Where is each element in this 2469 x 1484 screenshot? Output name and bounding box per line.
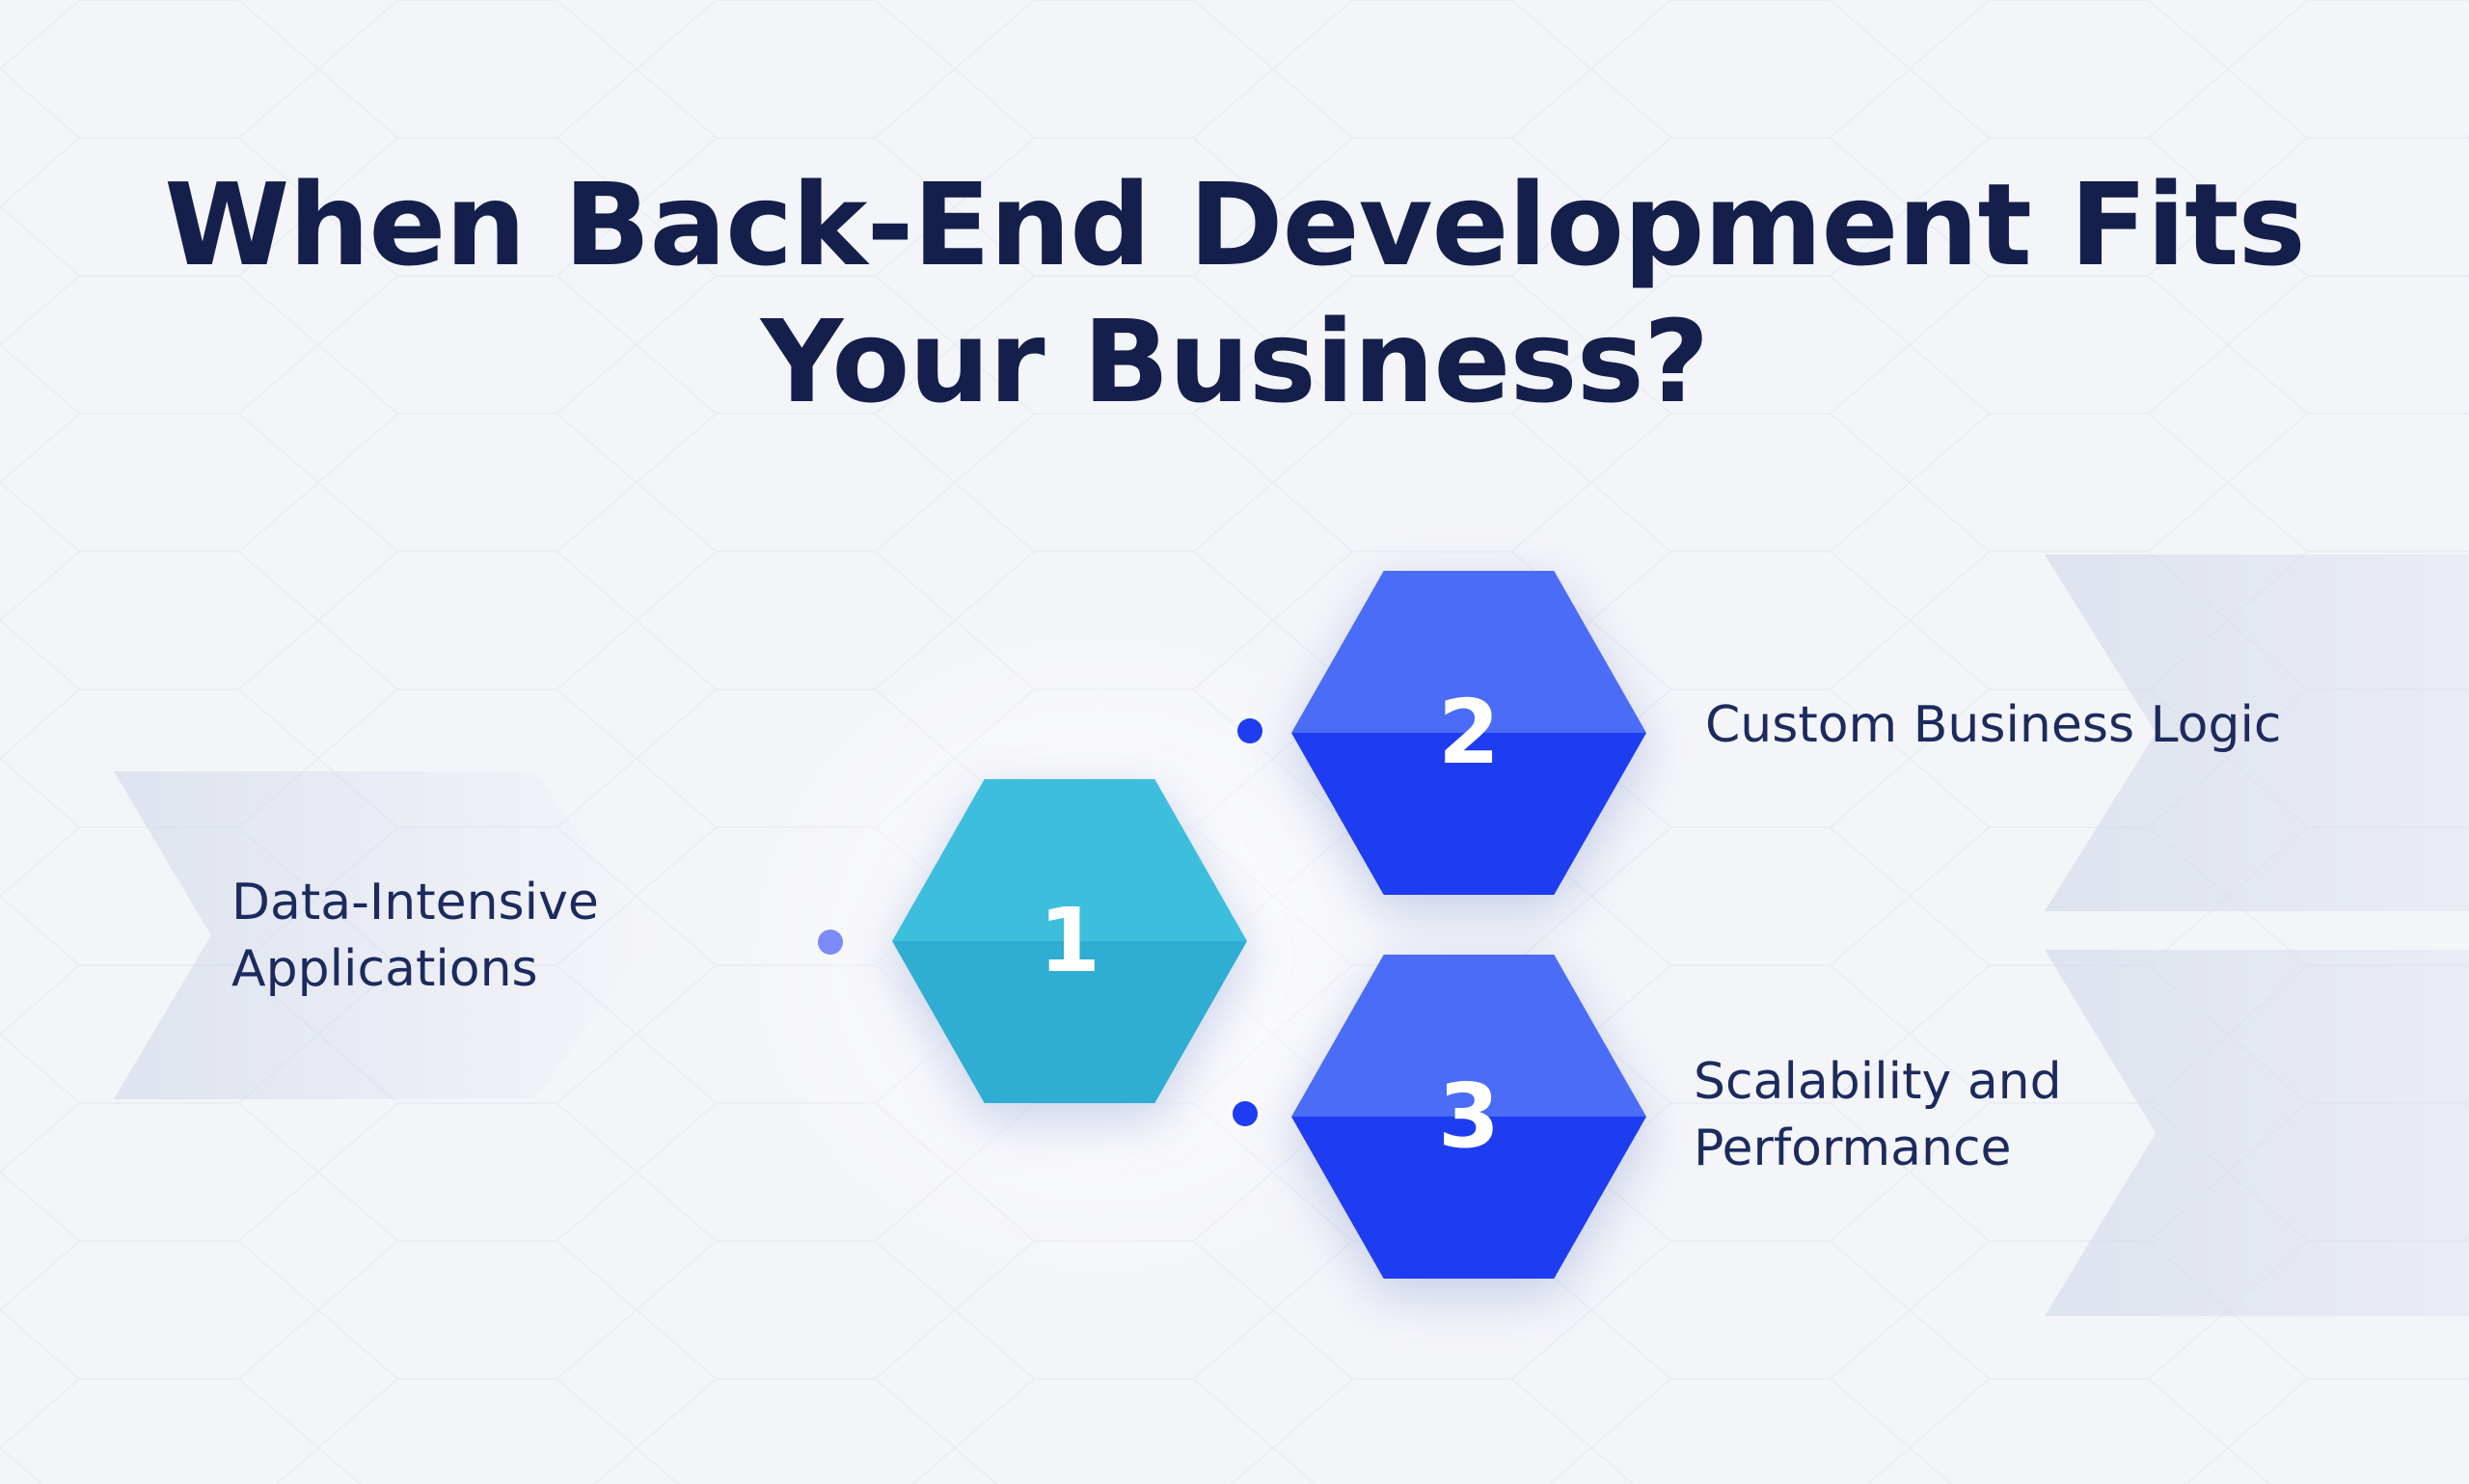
hexagon-shape-3: 3 — [1291, 955, 1646, 1279]
step-number-3: 3 — [1437, 1065, 1500, 1168]
step-number-2: 2 — [1437, 681, 1500, 784]
step-label-3: Scalability and Performance — [1694, 1053, 2062, 1177]
hexagon-step-3: 3 — [1291, 955, 1646, 1279]
hexagon-shape-1: 1 — [892, 779, 1247, 1103]
hexagon-shape-2: 2 — [1291, 571, 1646, 895]
page-title: When Back-End Development Fits Your Busi… — [164, 158, 2306, 428]
connector-dot-1 — [818, 930, 843, 955]
hexagon-step-1: 1 — [892, 779, 1247, 1103]
step-label-1: Data-Intensive Applications — [231, 874, 599, 998]
connector-dot-2 — [1237, 718, 1262, 743]
connector-dot-3 — [1233, 1101, 1258, 1126]
step-number-1: 1 — [1038, 889, 1100, 992]
step-label-2: Custom Business Logic — [1705, 696, 2282, 754]
hexagon-step-2: 2 — [1291, 571, 1646, 895]
right-chevron-decoration-bottom — [2045, 950, 2469, 1316]
